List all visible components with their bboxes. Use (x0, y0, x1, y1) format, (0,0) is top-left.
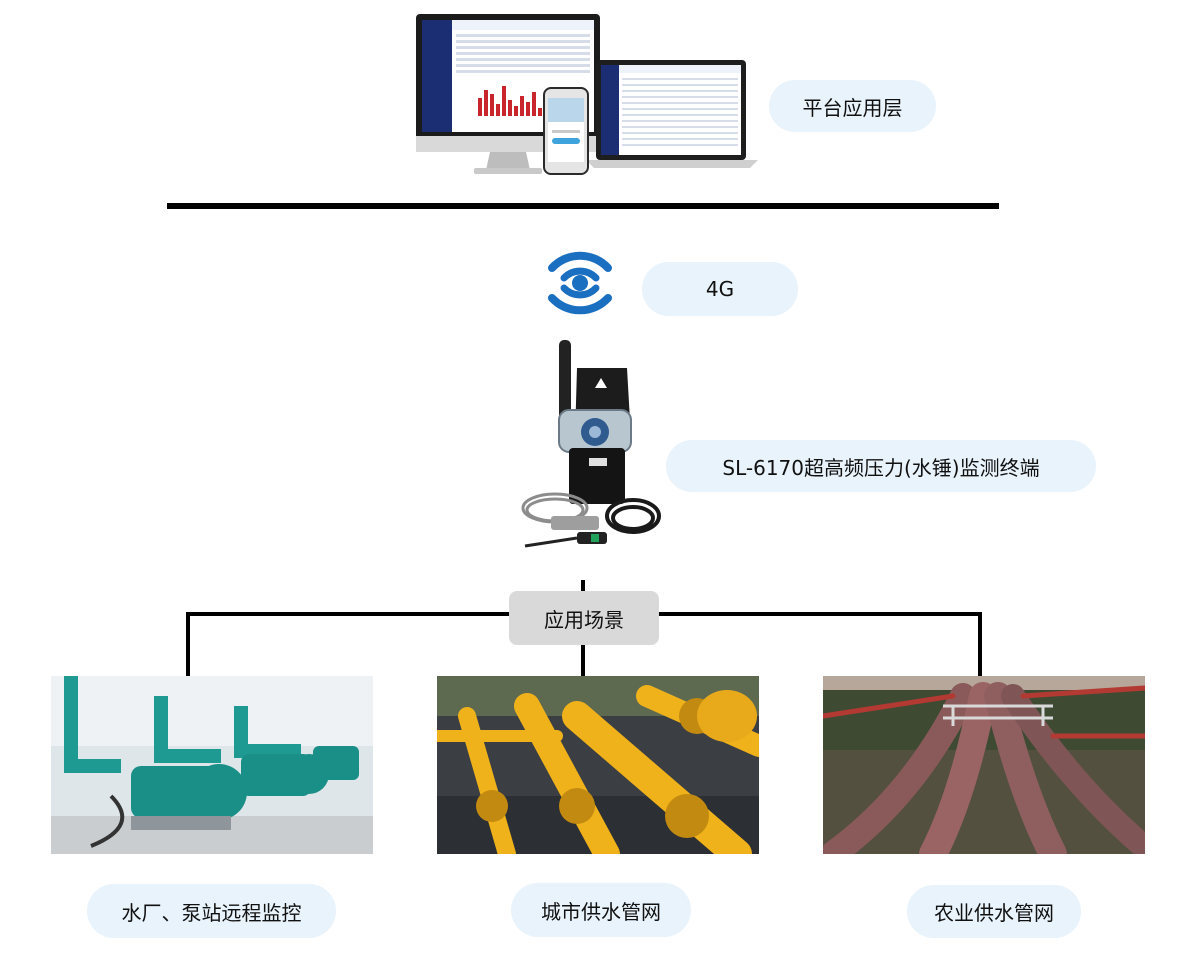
hub-text: 应用场景 (544, 607, 624, 632)
scenario-text-agricultural-pipeline: 农业供水管网 (934, 901, 1054, 925)
platform-devices-illustration (410, 10, 770, 195)
terminal-text: SL-6170超高频压力(水锤)监测终端 (722, 455, 1040, 480)
scenario-label-city-pipeline: 城市供水管网 (511, 883, 691, 937)
terminal-device-illustration (515, 338, 665, 553)
laptop (586, 60, 758, 168)
city-pipeline-photo (437, 676, 759, 854)
connector-terminal-to-hub (581, 580, 585, 592)
smartphone (543, 87, 589, 175)
connector-center-drop (581, 642, 585, 676)
terminal-label: SL-6170超高频压力(水锤)监测终端 (666, 440, 1096, 492)
wireless-signal-icon (540, 238, 620, 328)
platform-divider-line (167, 203, 999, 209)
platform-layer-label: 平台应用层 (769, 80, 936, 132)
network-text: 4G (705, 277, 735, 301)
connector-right-drop (978, 612, 982, 676)
antenna (559, 340, 571, 428)
application-scenarios-hub: 应用场景 (509, 591, 659, 645)
connector-left-drop (186, 612, 190, 676)
network-label: 4G (642, 262, 798, 316)
scenario-label-agricultural-pipeline: 农业供水管网 (907, 885, 1081, 938)
pump-station-photo (51, 676, 373, 854)
platform-layer-text: 平台应用层 (802, 95, 903, 120)
agricultural-pipeline-photo (823, 676, 1145, 854)
scenario-label-pump-station: 水厂、泵站远程监控 (87, 884, 336, 938)
scenario-text-pump-station: 水厂、泵站远程监控 (121, 900, 302, 925)
scenario-text-city-pipeline: 城市供水管网 (541, 899, 661, 924)
